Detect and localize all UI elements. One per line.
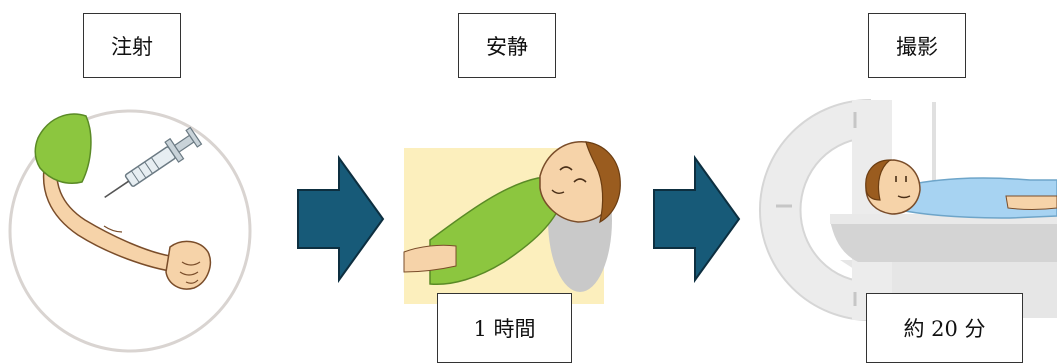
injection-arm-icon (8, 109, 252, 353)
step-2-duration-box: 1 時間 (437, 293, 572, 363)
right-arrow-icon (653, 154, 741, 284)
step-2-title: 安静 (486, 34, 528, 59)
step-3-title: 撮影 (896, 34, 938, 59)
step-3-duration: 約 20 分 (903, 317, 986, 341)
pet-scanner-icon (759, 98, 1057, 322)
step-3-title-box: 撮影 (868, 13, 966, 78)
step-1-title-box: 注射 (83, 13, 181, 78)
step-3-duration-box: 約 20 分 (866, 293, 1023, 363)
right-arrow-icon (297, 154, 385, 284)
step-2-title-box: 安静 (458, 13, 556, 78)
resting-person-icon (403, 141, 621, 304)
step-2-duration: 1 時間 (473, 317, 536, 341)
step-1-title: 注射 (111, 34, 153, 59)
